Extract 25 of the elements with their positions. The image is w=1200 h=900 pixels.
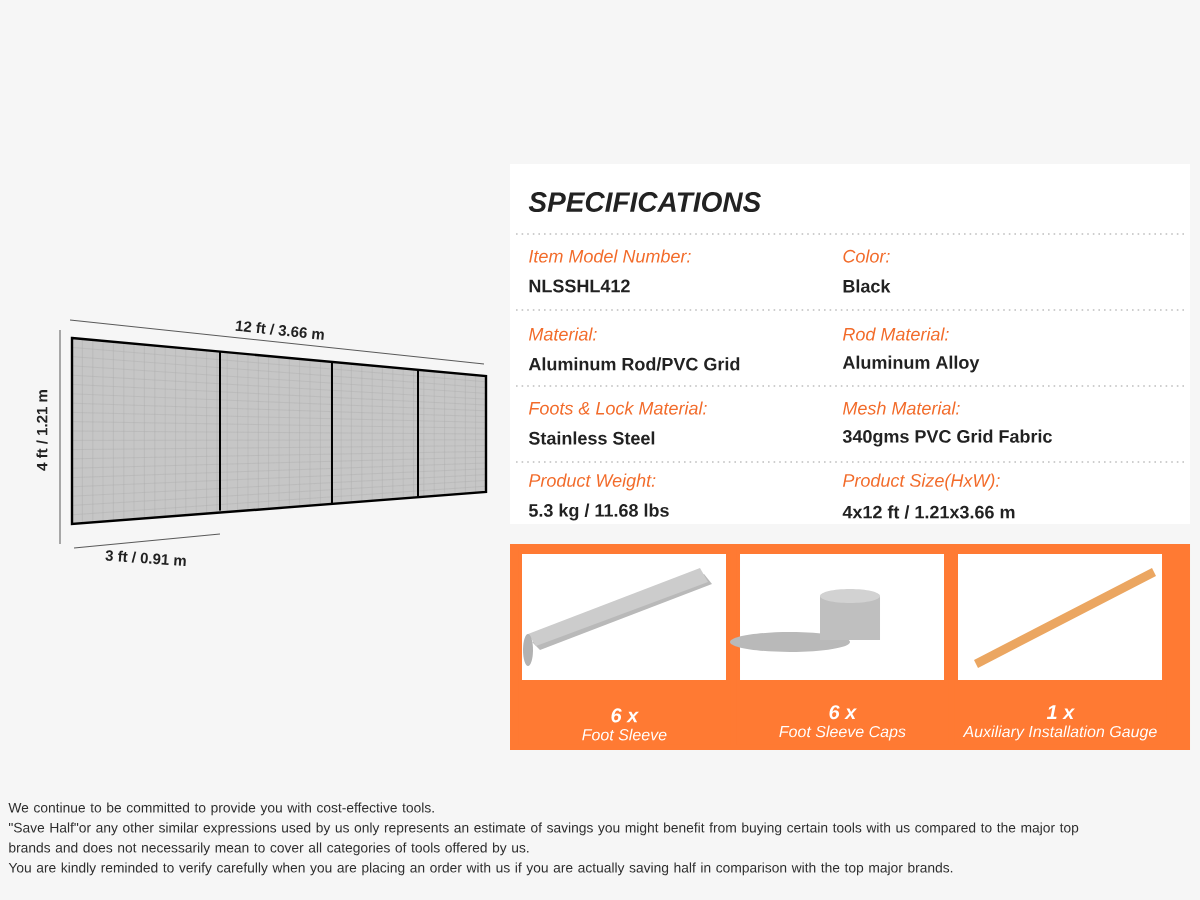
node-label: Foot Sleeve	[582, 728, 667, 741]
part-card: 6 x Foot Sleeve	[518, 548, 731, 745]
spec-name: Rod Material:	[842, 327, 949, 341]
part-card: 1 x Auxiliary Installation Gauge	[954, 548, 1167, 745]
node-label: Auxiliary Installation Gauge	[962, 725, 1157, 741]
spec-name: Mesh Material:	[842, 401, 960, 415]
spec-value: NLSSHL412	[529, 279, 630, 293]
spec-value: 5.3 kg / 11.68 lbs	[528, 503, 669, 521]
heading: SPECIFICATIONS	[528, 192, 761, 212]
spec-name: Material:	[528, 327, 597, 341]
node-label: 1 x	[1046, 705, 1075, 720]
node-label: Foot Sleeve Caps	[779, 725, 906, 741]
spec-value: Aluminum Alloy	[842, 355, 980, 373]
spec-value: Stainless Steel	[528, 431, 655, 445]
node-label: 6 x	[611, 708, 639, 723]
spec-name: Product Size(HxW):	[842, 473, 1000, 491]
spec-value: 340gms PVC Grid Fabric	[842, 429, 1052, 447]
spec-name: Item Model Number:	[529, 249, 691, 263]
spec-value: 4x12 ft / 1.21x3.66 m	[842, 505, 1015, 519]
spec-value: Black	[843, 279, 891, 293]
spec-name: Product Weight:	[528, 473, 656, 491]
spec-name: Foots & Lock Material:	[528, 401, 707, 415]
spec-name: Color:	[843, 249, 890, 263]
node-label: 6 x	[829, 705, 857, 720]
spec-value: Aluminum Rod/PVC Grid	[528, 357, 740, 371]
